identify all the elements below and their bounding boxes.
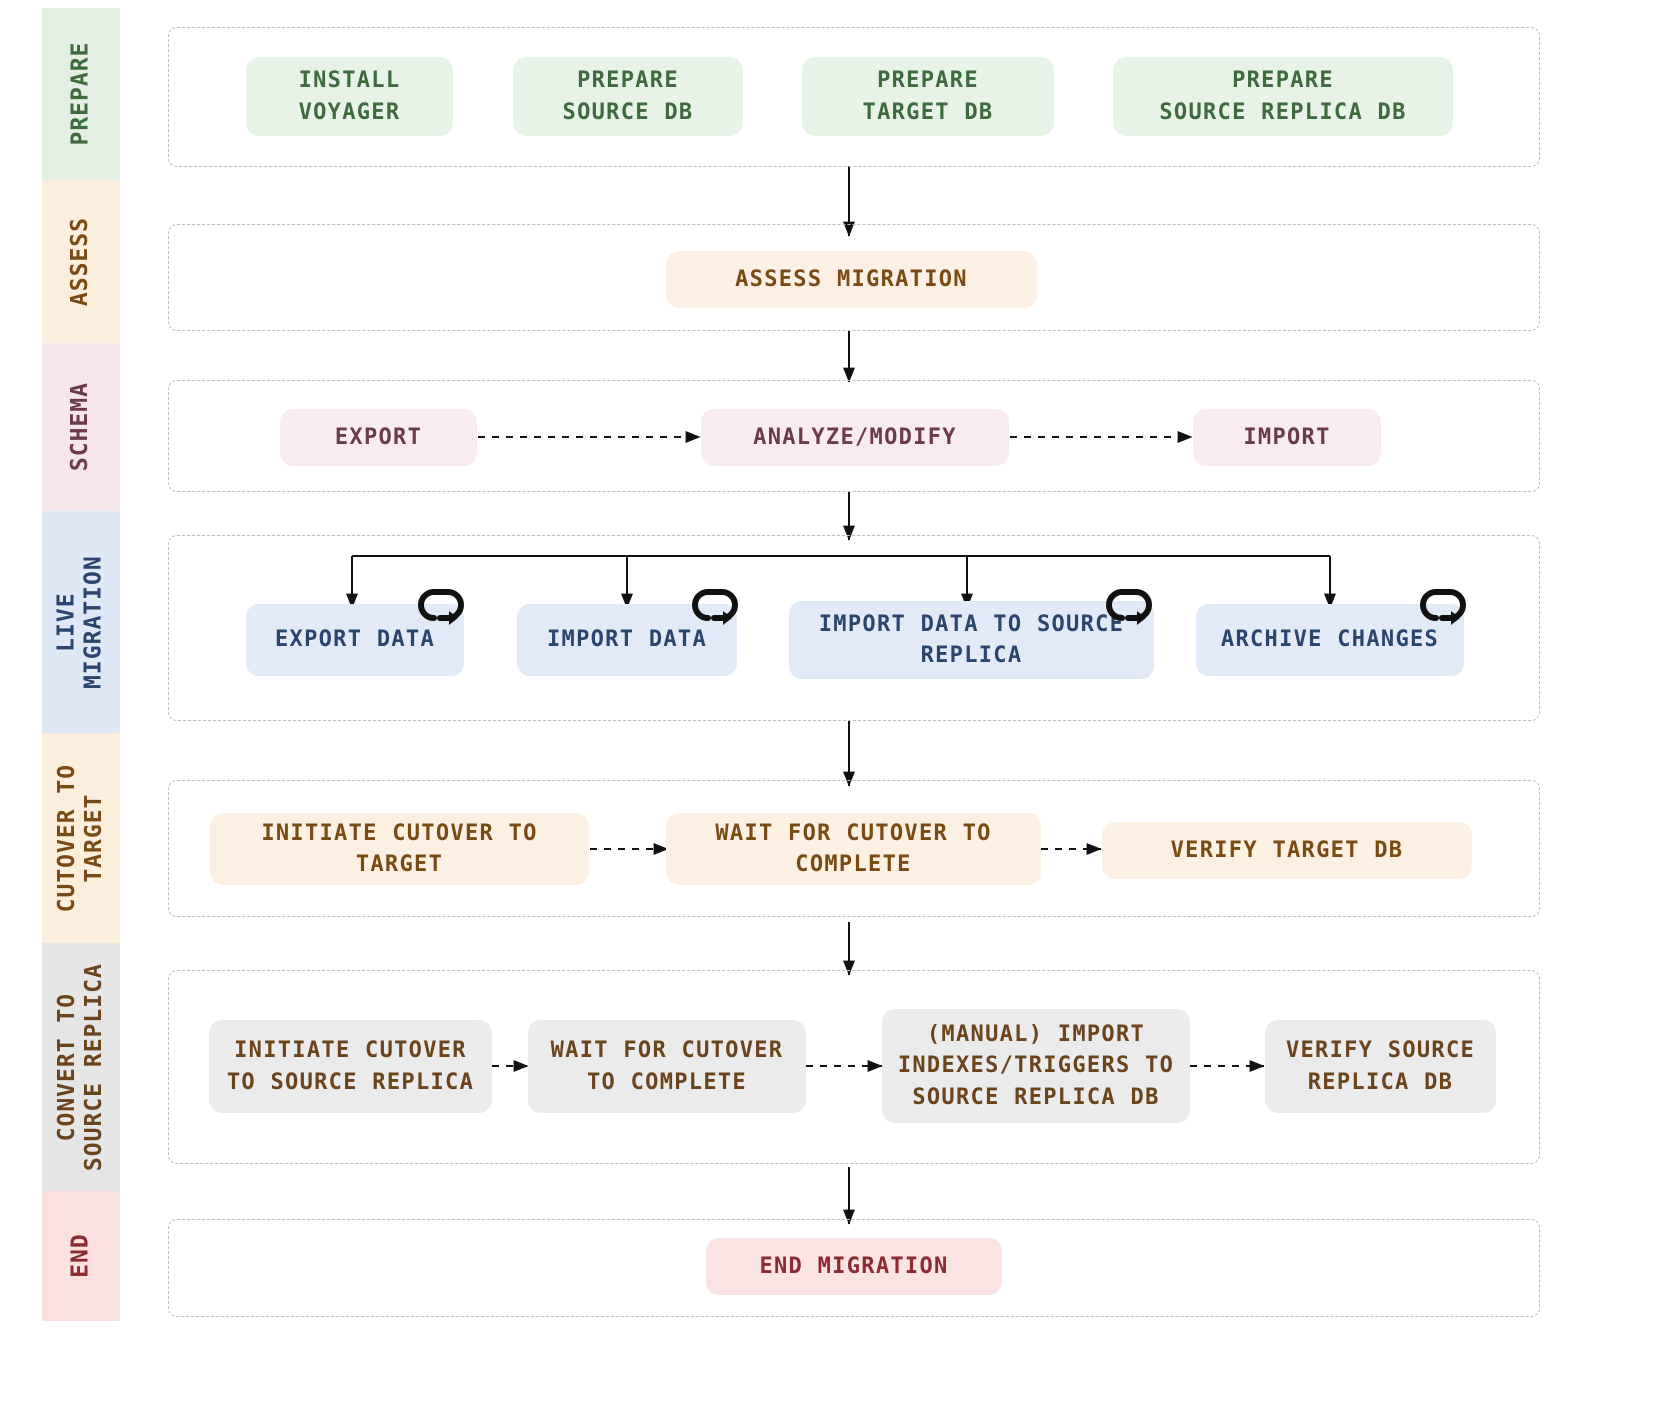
node-label: WAIT FOR CUTOVER TO COMPLETE xyxy=(715,820,992,877)
node-import-data-to-source-replica[interactable]: IMPORT DATA TO SOURCE REPLICA xyxy=(789,601,1154,679)
node-label: WAIT FOR CUTOVER TO COMPLETE xyxy=(550,1038,784,1095)
stage-band-schema: SCHEMA xyxy=(42,343,120,511)
row-container-schema xyxy=(168,380,1540,492)
stage-band-prepare: PREPARE xyxy=(42,8,120,180)
row-container-convert-to-source-replica xyxy=(168,970,1540,1164)
node-label: PREPARE TARGET DB xyxy=(862,68,994,125)
node-label: (MANUAL) IMPORT INDEXES/TRIGGERS TO SOUR… xyxy=(897,1022,1175,1110)
node-archive-changes[interactable]: ARCHIVE CHANGES xyxy=(1196,604,1464,676)
node-wait-for-cutover-to-complete-replica[interactable]: WAIT FOR CUTOVER TO COMPLETE xyxy=(528,1020,806,1113)
node-initiate-cutover-to-source-replica[interactable]: INITIATE CUTOVER TO SOURCE REPLICA xyxy=(209,1020,492,1113)
node-prepare-source-replica-db[interactable]: PREPARE SOURCE REPLICA DB xyxy=(1113,57,1453,136)
stage-band-live-migration: LIVE MIGRATION xyxy=(42,511,120,733)
self-loop-arrow-icon xyxy=(692,589,738,625)
node-verify-source-replica-db[interactable]: VERIFY SOURCE REPLICA DB xyxy=(1265,1020,1496,1113)
stage-band-cutover-to-target: CUTOVER TO TARGET xyxy=(42,733,120,943)
node-end-migration[interactable]: END MIGRATION xyxy=(706,1238,1002,1295)
stage-label-prepare: PREPARE xyxy=(67,42,94,146)
node-schema-export[interactable]: EXPORT xyxy=(280,409,477,466)
self-loop-arrow-icon xyxy=(1106,589,1152,625)
node-label: INSTALL VOYAGER xyxy=(298,68,401,125)
row-container-prepare xyxy=(168,27,1540,167)
stage-label-cutover-to-target: CUTOVER TO TARGET xyxy=(53,763,108,913)
node-label: PREPARE SOURCE REPLICA DB xyxy=(1159,68,1407,125)
node-install-voyager[interactable]: INSTALL VOYAGER xyxy=(246,57,453,136)
node-label: ANALYZE/MODIFY xyxy=(753,424,957,450)
node-label: EXPORT DATA xyxy=(275,627,435,653)
row-container-assess xyxy=(168,224,1540,331)
self-loop-arrow-icon xyxy=(1420,589,1466,625)
node-initiate-cutover-to-target[interactable]: INITIATE CUTOVER TO TARGET xyxy=(210,813,589,885)
node-prepare-source-db[interactable]: PREPARE SOURCE DB xyxy=(513,57,743,136)
stage-label-schema: SCHEMA xyxy=(67,382,94,472)
node-wait-for-cutover-to-complete[interactable]: WAIT FOR CUTOVER TO COMPLETE xyxy=(666,813,1041,885)
stage-label-end: END xyxy=(67,1233,94,1279)
node-prepare-target-db[interactable]: PREPARE TARGET DB xyxy=(802,57,1054,136)
node-manual-import-indexes-triggers[interactable]: (MANUAL) IMPORT INDEXES/TRIGGERS TO SOUR… xyxy=(882,1009,1190,1123)
stage-band-assess: ASSESS xyxy=(42,180,120,343)
node-label: IMPORT xyxy=(1243,424,1331,450)
node-verify-target-db[interactable]: VERIFY TARGET DB xyxy=(1102,822,1472,879)
stage-band-end: END xyxy=(42,1191,120,1321)
node-label: ASSESS MIGRATION xyxy=(735,266,968,292)
stage-band-convert-to-source-replica: CONVERT TO SOURCE REPLICA xyxy=(42,943,120,1191)
stage-label-convert-to-source-replica: CONVERT TO SOURCE REPLICA xyxy=(53,963,107,1171)
node-assess-migration[interactable]: ASSESS MIGRATION xyxy=(666,251,1037,308)
node-label: PREPARE SOURCE DB xyxy=(562,68,694,125)
node-schema-analyze-modify[interactable]: ANALYZE/MODIFY xyxy=(701,409,1009,466)
stage-label-live-migration: LIVE MIGRATION xyxy=(53,555,107,689)
node-label: VERIFY TARGET DB xyxy=(1170,837,1404,863)
stage-label-assess: ASSESS xyxy=(67,216,94,307)
row-container-live-migration xyxy=(168,535,1540,721)
node-label: IMPORT DATA xyxy=(547,627,707,653)
node-label: EXPORT xyxy=(334,424,423,450)
node-label: IMPORT DATA TO SOURCE REPLICA xyxy=(818,611,1125,668)
node-label: INITIATE CUTOVER TO TARGET xyxy=(261,820,538,877)
row-container-cutover-to-target xyxy=(168,780,1540,917)
node-schema-import[interactable]: IMPORT xyxy=(1193,409,1381,466)
node-label: INITIATE CUTOVER TO SOURCE REPLICA xyxy=(226,1038,475,1095)
self-loop-arrow-icon xyxy=(418,589,464,625)
stage-rail: PREPARE ASSESS SCHEMA LIVE MIGRATION CUT… xyxy=(42,8,120,1398)
node-label: ARCHIVE CHANGES xyxy=(1220,627,1440,653)
node-label: VERIFY SOURCE REPLICA DB xyxy=(1285,1038,1476,1095)
node-label: END MIGRATION xyxy=(759,1253,949,1279)
row-container-end xyxy=(168,1219,1540,1317)
